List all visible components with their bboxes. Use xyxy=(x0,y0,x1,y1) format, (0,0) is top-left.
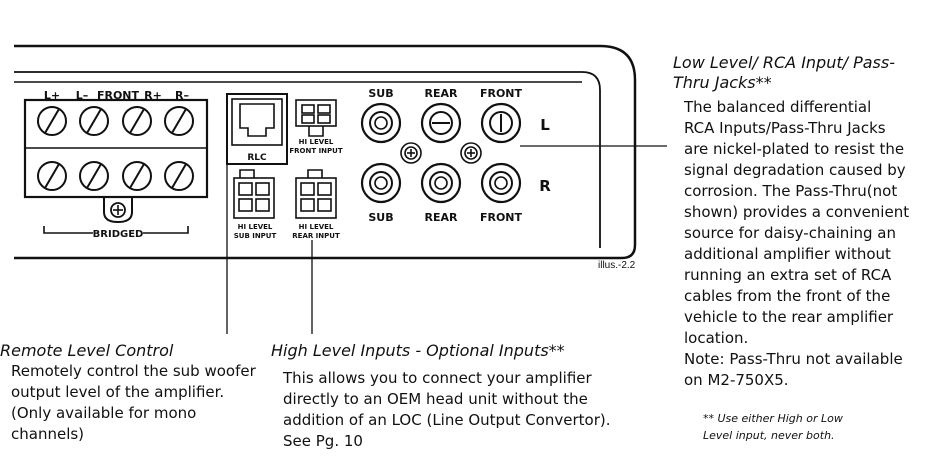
footnote: ** Use either High or Low Level input, n… xyxy=(703,410,903,444)
high-level-line: This allows you to connect your amplifie… xyxy=(283,369,592,387)
low-level-line: corrosion. The Pass-Thru(not xyxy=(684,182,898,200)
terminal-label: FRONT xyxy=(97,89,140,102)
terminal-label: R– xyxy=(175,89,189,102)
low-level-line: source for daisy-chaining an xyxy=(684,224,896,242)
channel-right-label: R xyxy=(539,177,551,195)
illus-label: illus.-2.2 xyxy=(598,260,636,271)
rca-mount-screw-right xyxy=(460,142,482,164)
rca-jack-sub-right xyxy=(360,162,402,204)
terminal-label: L+ xyxy=(44,89,60,102)
terminal-label: R+ xyxy=(144,89,162,102)
low-level-line: cables from the front of the xyxy=(684,287,891,305)
low-level-line: The balanced differential xyxy=(684,98,872,116)
rca-top-label: FRONT xyxy=(480,87,523,100)
rca-bottom-label: FRONT xyxy=(480,211,523,224)
hi-level-front-connector xyxy=(295,99,337,137)
bridged-label: BRIDGED xyxy=(93,229,144,240)
low-level-line: additional amplifier without xyxy=(684,245,891,263)
speaker-terminal-block xyxy=(23,98,209,234)
low-level-heading-line: Low Level/ RCA Input/ Pass- xyxy=(673,53,895,72)
low-level-description: The balanced differential RCA Inputs/Pas… xyxy=(684,97,940,391)
low-level-line: on M2-750X5. xyxy=(684,371,789,389)
channel-left-label: L xyxy=(540,116,550,134)
remote-line: Remotely control the sub woofer xyxy=(11,362,256,380)
terminal-labels: L+ L– FRONT R+ R– BRIDGED xyxy=(44,89,189,240)
footnote-line: Level input, never both. xyxy=(703,429,835,442)
remote-level-heading: Remote Level Control xyxy=(0,341,174,360)
remote-line: output level of the amplifier. xyxy=(11,383,225,401)
rca-jack-rear-right xyxy=(420,162,462,204)
rca-labels: SUB REAR FRONT SUB REAR FRONT L R xyxy=(368,87,551,224)
rca-jack-rear-left xyxy=(420,102,462,144)
high-level-line: directly to an OEM head unit without the xyxy=(283,390,588,408)
hi-level-front-label-2: FRONT INPUT xyxy=(289,147,342,155)
high-level-line: addition of an LOC (Line Output Converto… xyxy=(283,411,611,429)
low-level-line: running an extra set of RCA xyxy=(684,266,892,284)
low-level-line: are nickel-plated to resist the xyxy=(684,140,905,158)
rca-jacks xyxy=(360,102,667,204)
rca-bottom-label: REAR xyxy=(425,211,458,224)
remote-line: channels) xyxy=(11,425,85,443)
hi-level-rear-connector xyxy=(295,169,337,334)
hi-level-sub-connector xyxy=(233,169,275,219)
rca-jack-sub-left xyxy=(360,102,402,144)
high-level-heading: High Level Inputs - Optional Inputs** xyxy=(271,341,565,360)
rlc-label: RLC xyxy=(247,153,267,163)
remote-line: (Only available for mono xyxy=(11,404,197,422)
rlc-jack xyxy=(226,93,288,334)
hi-level-rear-label-2: REAR INPUT xyxy=(292,232,340,240)
low-level-heading: Low Level/ RCA Input/ Pass- Thru Jacks** xyxy=(673,53,938,93)
low-level-heading-line: Thru Jacks** xyxy=(673,73,772,92)
rca-bottom-label: SUB xyxy=(368,211,393,224)
rca-top-label: REAR xyxy=(425,87,458,100)
rca-jack-front-left xyxy=(480,102,522,144)
high-level-line: See Pg. 10 xyxy=(283,432,363,450)
low-level-line: RCA Inputs/Pass-Thru Jacks xyxy=(684,119,886,137)
high-level-description: This allows you to connect your amplifie… xyxy=(283,368,623,452)
hi-level-sub-label-1: HI LEVEL xyxy=(238,223,273,231)
low-level-line: vehicle to the rear amplifier xyxy=(684,308,894,326)
amplifier-chassis xyxy=(14,44,637,260)
low-level-line: Note: Pass-Thru not available xyxy=(684,350,903,368)
rca-jack-front-right xyxy=(480,162,522,204)
hi-level-front-label-1: HI LEVEL xyxy=(299,138,334,146)
low-level-line: location. xyxy=(684,329,749,347)
footnote-line: ** Use either High or Low xyxy=(703,412,843,425)
low-level-line: signal degradation caused by xyxy=(684,161,906,179)
low-level-line: shown) provides a convenient xyxy=(684,203,910,221)
rca-top-label: SUB xyxy=(368,87,393,100)
terminal-label: L– xyxy=(76,89,89,102)
hi-level-rear-label-1: HI LEVEL xyxy=(299,223,334,231)
rca-mount-screw-left xyxy=(400,142,422,164)
remote-level-description: Remotely control the sub woofer output l… xyxy=(11,361,261,445)
hi-level-sub-label-2: SUB INPUT xyxy=(234,232,277,240)
